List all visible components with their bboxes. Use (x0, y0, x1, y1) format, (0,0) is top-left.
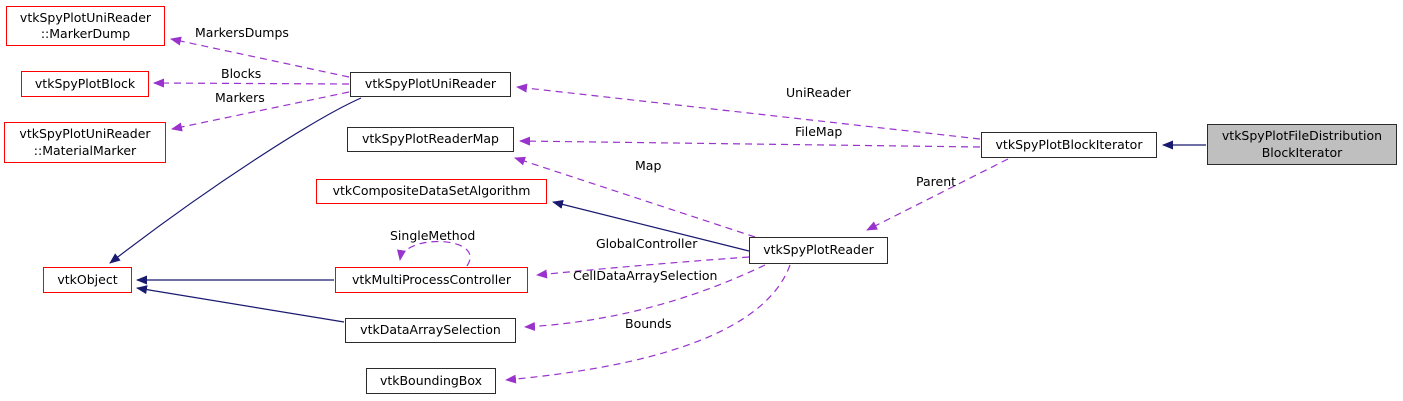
class-node-multi-process-controller[interactable]: vtkMultiProcessController (335, 267, 528, 293)
class-node-marker-dump[interactable]: vtkSpyPlotUniReader::MarkerDump (6, 6, 165, 46)
class-node-label: BlockIterator (1261, 144, 1343, 160)
class-node-label: vtkSpyPlotReader (763, 242, 874, 258)
class-node-label: vtkSpyPlotUniReader (19, 126, 151, 142)
edge-usage-globalcontroller (536, 256, 750, 279)
edge-usage-blocks (153, 78, 350, 88)
class-node-label: vtkSpyPlotUniReader (364, 76, 497, 92)
class-node-label: ::MarkerDump (40, 26, 131, 41)
edge-usage-markers (171, 91, 350, 132)
edge-usage-singlemethod-selfloop (397, 240, 471, 267)
edge-inheritance-dataarrayselection-to-vtkobject (136, 285, 345, 323)
edge-inheritance-reader-to-compositealgorithm (552, 200, 750, 252)
class-node-label: vtkObject (57, 271, 118, 287)
edge-label-markers-dumps: MarkersDumps (195, 25, 289, 40)
edge-label-global-controller: GlobalController (596, 236, 698, 251)
class-node-label: vtkBoundingBox (379, 372, 483, 388)
class-node-label: vtkMultiProcessController (352, 271, 511, 287)
class-node-label: ::MaterialMarker (33, 142, 137, 158)
class-node-reader-map[interactable]: vtkSpyPlotReaderMap (347, 127, 514, 152)
class-node-label: vtkSpyPlotBlockIterator (995, 136, 1143, 152)
edge-usage-parent (866, 158, 1009, 231)
edge-label-bounds: Bounds (625, 316, 672, 331)
edge-label-file-map: FileMap (795, 124, 843, 139)
class-node-spy-plot-block[interactable]: vtkSpyPlotBlock (21, 71, 149, 97)
class-node-label: vtkSpyPlotBlock (34, 75, 136, 91)
edge-usage-filemap (519, 136, 981, 148)
class-node-data-array-selection[interactable]: vtkDataArraySelection (345, 318, 516, 343)
edge-label-cell-data-array-selection: CellDataArraySelection (573, 268, 718, 283)
class-node-label: vtkSpyPlotReaderMap (362, 131, 499, 147)
class-node-uni-reader[interactable]: vtkSpyPlotUniReader (350, 72, 511, 97)
class-node-vtk-object[interactable]: vtkObject (43, 267, 132, 293)
class-node-label: vtkSpyPlotUniReader (19, 9, 152, 25)
edge-usage-celldataarrayselection (524, 264, 766, 331)
class-node-label: vtkCompositeDataSetAlgorithm (332, 183, 531, 199)
edge-label-uni-reader: UniReader (786, 85, 851, 100)
class-node-spy-plot-reader[interactable]: vtkSpyPlotReader (749, 237, 888, 264)
edge-label-blocks: Blocks (221, 66, 262, 81)
class-node-label: vtkDataArraySelection (360, 322, 501, 338)
edge-usage-unireader (516, 83, 981, 140)
class-node-material-marker[interactable]: vtkSpyPlotUniReader::MaterialMarker (4, 122, 166, 163)
class-node-composite-algorithm[interactable]: vtkCompositeDataSetAlgorithm (316, 179, 547, 204)
class-node-bounding-box[interactable]: vtkBoundingBox (366, 368, 496, 394)
edge-label-markers: Markers (215, 90, 265, 105)
class-node-block-iterator[interactable]: vtkSpyPlotBlockIterator (981, 132, 1157, 158)
edge-label-parent: Parent (916, 174, 957, 189)
edge-usage-markersdumps (170, 36, 350, 78)
edge-usage-map (514, 156, 756, 238)
class-node-label: vtkSpyPlotFileDistribution (1221, 128, 1383, 144)
edge-inheritance-unireader-to-vtkobject (109, 97, 362, 264)
edge-label-single-method: SingleMethod (390, 228, 476, 243)
edge-label-map: Map (635, 158, 662, 173)
